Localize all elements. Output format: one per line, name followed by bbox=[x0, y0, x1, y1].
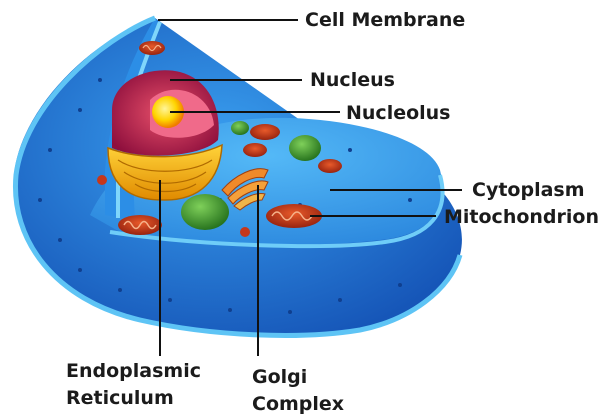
mitochondrion bbox=[250, 124, 280, 140]
label-nucleolus: Nucleolus bbox=[346, 102, 451, 124]
mitochondrion bbox=[318, 159, 342, 173]
mitochondrion bbox=[118, 215, 162, 235]
label-mitochondrion: Mitochondrion bbox=[444, 206, 599, 228]
mitochondrion bbox=[243, 143, 267, 157]
label-endoplasmic-reticulum-line2: Reticulum bbox=[66, 387, 174, 409]
label-nucleus: Nucleus bbox=[310, 69, 395, 91]
label-golgi-complex-line1: Golgi bbox=[252, 366, 307, 388]
label-endoplasmic-reticulum-line1: Endoplasmic bbox=[66, 360, 201, 382]
lysosome bbox=[240, 227, 250, 237]
label-cytoplasm: Cytoplasm bbox=[472, 179, 585, 201]
mitochondrion bbox=[139, 41, 165, 55]
label-golgi-complex-line2: Complex bbox=[252, 393, 344, 415]
vacuole bbox=[181, 194, 229, 230]
vacuole bbox=[289, 135, 321, 161]
vacuole bbox=[231, 121, 249, 135]
lysosome bbox=[97, 175, 107, 185]
label-cell-membrane: Cell Membrane bbox=[305, 9, 465, 31]
